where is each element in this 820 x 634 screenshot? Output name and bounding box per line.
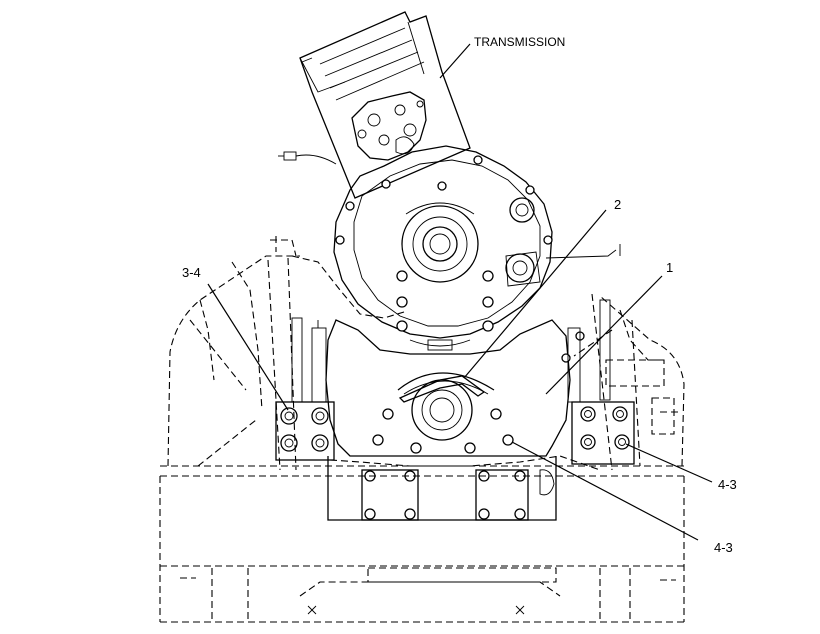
leader-4-3-upper <box>625 443 713 483</box>
lower-mount-plates <box>361 469 529 521</box>
machine-frame <box>159 236 685 623</box>
leader-2 <box>463 209 607 379</box>
transmission-housing <box>278 11 471 199</box>
callout-3-4: 3-4 <box>182 265 201 280</box>
callout-4-3-lower: 4-3 <box>714 540 733 555</box>
leader-transmission <box>439 43 471 79</box>
left-mount-bracket <box>275 317 335 461</box>
leader-lines <box>207 43 713 541</box>
leader-4-3-lower <box>511 441 699 541</box>
callout-4-3-upper: 4-3 <box>718 477 737 492</box>
engine-front-cover <box>325 319 585 521</box>
flywheel-housing <box>333 145 621 351</box>
leader-1 <box>545 275 663 395</box>
callout-2: 2 <box>614 197 621 212</box>
right-mount-bracket <box>567 299 635 465</box>
leader-3-4 <box>207 283 289 411</box>
callout-transmission: TRANSMISSION <box>474 35 565 49</box>
callout-1: 1 <box>666 260 673 275</box>
